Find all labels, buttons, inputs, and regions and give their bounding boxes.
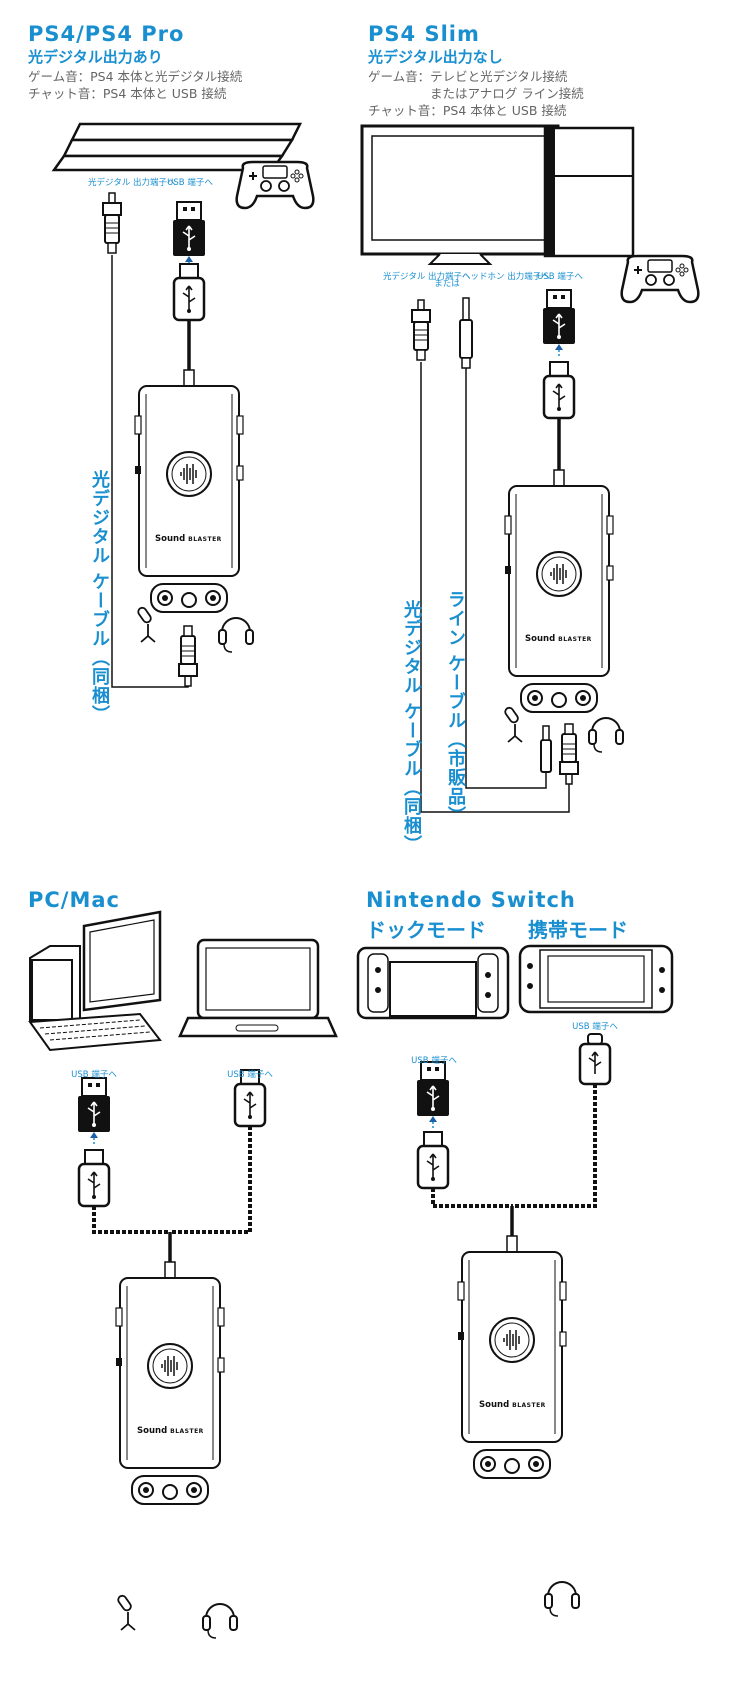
switch-usb-port-left-icon [416, 1061, 450, 1117]
ps4slim-optical-cable-label: 光デジタル ケーブル（同梱） [401, 600, 422, 855]
ps4pro-diagram [51, 122, 315, 688]
switch-usbc-plug-icon [578, 1033, 612, 1086]
switch-usb-plug-left-icon [416, 1130, 450, 1190]
ps4slim-line-cable-label: ライン ケーブル（市販品） [445, 590, 466, 826]
ps4slim-label-optical: 光デジタル 出力端子へ [383, 272, 471, 282]
pcmac-diagram [28, 910, 338, 1639]
ps4slim-note-line: またはアナログ ライン接続 [430, 86, 584, 101]
ps4pro-brand-logo: Sound BLASTER [155, 534, 222, 544]
ps4slim-line-plug-bottom-icon [540, 725, 552, 773]
ps4pro-console-illustration [51, 122, 303, 172]
pcmac-desktop-illustration [28, 910, 162, 1052]
ps4pro-title: PS4/PS4 Pro [28, 22, 185, 46]
pcmac-laptop-illustration [178, 938, 338, 1038]
switch-dock-mode-label: ドックモード [366, 918, 486, 942]
switch-soundblaster-device [457, 1251, 567, 1479]
switch-handheld-illustration [518, 944, 674, 1014]
ps4slim-subtitle: 光デジタル出力なし [368, 48, 503, 66]
switch-headphone-icon [544, 1581, 580, 1617]
ps4slim-title: PS4 Slim [368, 22, 480, 46]
ps4pro-cable-label: 光デジタル ケーブル（同梱） [89, 470, 110, 725]
switch-brand-logo: Sound BLASTER [479, 1400, 546, 1410]
ps4pro-note-chat: チャット音：PS4 本体と USB 接続 [28, 86, 227, 101]
ps4pro-note-game: ゲーム音：PS4 本体と光デジタル接続 [28, 69, 243, 84]
switch-handheld-mode-label: 携帯モード [528, 918, 628, 942]
ps4slim-line-plug-icon [459, 297, 473, 369]
ps4slim-note-game: ゲーム音：テレビと光デジタル接続 [368, 69, 568, 84]
switch-dock-illustration [356, 946, 510, 1020]
pcmac-brand-logo: Sound BLASTER [137, 1426, 204, 1436]
ps4slim-label-headphone: ヘッドホン 出力端子へ [462, 272, 550, 282]
ps4slim-diagram [360, 124, 700, 813]
switch-label-usb-right: USB 端子へ [572, 1022, 618, 1032]
ps4pro-label-usb: USB 端子へ [167, 178, 213, 188]
pcmac-label-usb-left: USB 端子へ [71, 1070, 117, 1080]
ps4pro-subtitle: 光デジタル出力あり [28, 48, 163, 66]
switch-label-usb-left: USB 端子へ [411, 1056, 457, 1066]
ps4pro-label-optical: 光デジタル 出力端子へ [88, 178, 176, 188]
ps4slim-label-or: または [434, 279, 460, 289]
switch-title: Nintendo Switch [366, 888, 576, 912]
ps4slim-console-illustration [543, 126, 635, 258]
ps4slim-note-chat: チャット音：PS4 本体と USB 接続 [368, 103, 567, 118]
ps4slim-label-usb: USB 端子へ [537, 272, 583, 282]
ps4slim-brand-logo: Sound BLASTER [525, 634, 592, 644]
pcmac-label-usb-right: USB 端子へ [227, 1070, 273, 1080]
pcmac-title: PC/Mac [28, 888, 120, 912]
